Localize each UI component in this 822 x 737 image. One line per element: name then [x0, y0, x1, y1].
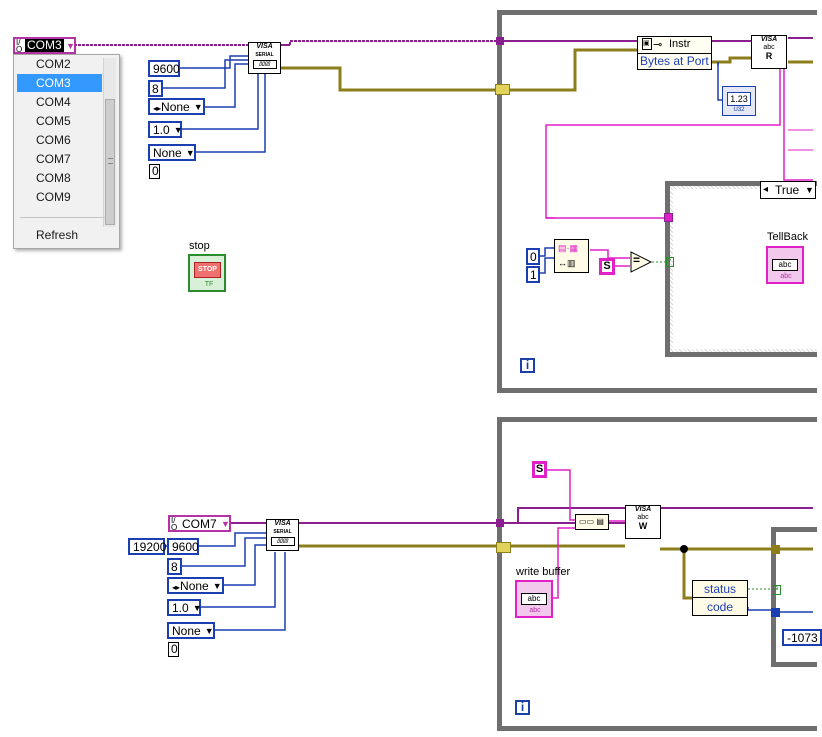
- property-node-class: Instr: [669, 38, 691, 50]
- unbundle-error-node[interactable]: status code: [692, 580, 748, 616]
- iteration-terminal-top: i: [520, 358, 535, 373]
- dropdown-scrollbar-thumb[interactable]: [105, 99, 115, 225]
- com-port-value-bottom: COM7: [182, 517, 217, 531]
- case-tunnel-code-bottom: [771, 608, 780, 617]
- data-bits-bottom[interactable]: 8: [167, 558, 182, 575]
- data-bits-top[interactable]: 8: [148, 80, 163, 97]
- zero-indicator-top: 0: [149, 164, 160, 179]
- chevron-down-icon[interactable]: ▼: [221, 519, 230, 529]
- menu-item-com5[interactable]: COM5: [36, 114, 71, 128]
- error-shift-register-bottom: [496, 542, 511, 553]
- equals-node[interactable]: =: [630, 251, 653, 273]
- wire-junction: [680, 545, 688, 553]
- stop-bits-bottom[interactable]: 1.0▼: [167, 599, 202, 616]
- visa-configure-serial-top[interactable]: VISA SERIAL ▯▯▯▯: [248, 42, 281, 74]
- while-loop-top: [497, 10, 817, 393]
- com-port-dropdown-menu: COM2 COM3 COM4 COM5 COM6 COM7 COM8 COM9 …: [13, 54, 120, 249]
- string-subset-node[interactable]: ▤·▦ ↔▥: [554, 239, 589, 273]
- baud-rate-top[interactable]: 9600: [148, 60, 180, 77]
- menu-item-com3[interactable]: COM3: [17, 74, 102, 92]
- visa-write-node[interactable]: VISA abc W: [625, 505, 661, 539]
- status-element[interactable]: status: [693, 581, 747, 598]
- menu-item-refresh[interactable]: Refresh: [36, 228, 79, 242]
- com-port-control-bottom[interactable]: I/O COM7 ▼: [168, 515, 231, 532]
- com-port-control-top[interactable]: I/O COM3 ▼: [13, 37, 76, 54]
- write-buffer-control[interactable]: abc abc: [515, 580, 553, 618]
- com-port-value-top: COM3: [25, 38, 64, 52]
- error-shift-register-top: [495, 84, 510, 95]
- baud-rate-outer-bottom[interactable]: 19200: [128, 538, 166, 555]
- const-zero-top[interactable]: 0: [526, 248, 540, 265]
- property-node-bytes-at-port[interactable]: ▣ ⊸ Instr Bytes at Port: [637, 36, 712, 70]
- string-const-top[interactable]: S: [599, 258, 615, 275]
- string-const-bottom[interactable]: S: [532, 461, 547, 478]
- menu-item-com4[interactable]: COM4: [36, 95, 71, 109]
- chevron-down-icon[interactable]: ▼: [66, 41, 75, 51]
- menu-item-com7[interactable]: COM7: [36, 152, 71, 166]
- case-tunnel-top: [664, 213, 673, 222]
- case-structure-bottom: [771, 527, 817, 667]
- stop-bits-top[interactable]: 1.0▼: [148, 121, 183, 138]
- stop-button[interactable]: STOP TF: [188, 254, 226, 292]
- iteration-terminal-bottom: i: [515, 700, 530, 715]
- stop-label: stop: [189, 240, 210, 252]
- while-loop-bottom: [497, 417, 817, 731]
- flow-control-bottom[interactable]: None▼: [167, 622, 215, 639]
- code-element[interactable]: code: [706, 600, 734, 614]
- bytes-at-port-property[interactable]: Bytes at Port: [638, 53, 711, 69]
- menu-separator: [20, 217, 106, 218]
- case-tunnel-error-bottom: [771, 545, 780, 554]
- dropdown-scrollbar[interactable]: [103, 58, 116, 227]
- menu-item-com6[interactable]: COM6: [36, 133, 71, 147]
- zero-indicator-bottom: 0: [168, 642, 179, 657]
- visa-tunnel-top: [496, 37, 504, 45]
- write-buffer-label: write buffer: [516, 566, 571, 578]
- const-one-top[interactable]: 1: [526, 266, 540, 283]
- bytes-at-port-indicator: 1.23 U32: [722, 86, 756, 116]
- case-selector-top[interactable]: ◂ True ▼: [760, 181, 816, 199]
- tellback-label: TellBack: [767, 231, 808, 243]
- case-selector-terminal: ?: [666, 257, 674, 267]
- visa-tunnel-bottom: [496, 519, 504, 527]
- baud-rate-bottom[interactable]: 9600: [167, 538, 199, 555]
- concatenate-strings-node[interactable]: ▭▭ ▤: [575, 514, 609, 530]
- case-selector-terminal-bottom: ?: [773, 585, 781, 595]
- menu-item-com9[interactable]: COM9: [36, 190, 71, 204]
- visa-configure-serial-bottom[interactable]: VISA SERIAL ▯▯▯▯: [266, 519, 299, 551]
- menu-item-com2[interactable]: COM2: [36, 57, 71, 71]
- parity-top[interactable]: ◂▸None▼: [148, 98, 205, 115]
- visa-read-node[interactable]: VISA abc R: [751, 35, 787, 69]
- menu-item-com8[interactable]: COM8: [36, 171, 71, 185]
- error-code-const[interactable]: -1073: [782, 629, 822, 646]
- parity-bottom[interactable]: ◂▸None▼: [167, 577, 224, 594]
- flow-control-top[interactable]: None▼: [148, 144, 196, 161]
- tellback-indicator: abc abc: [766, 246, 804, 284]
